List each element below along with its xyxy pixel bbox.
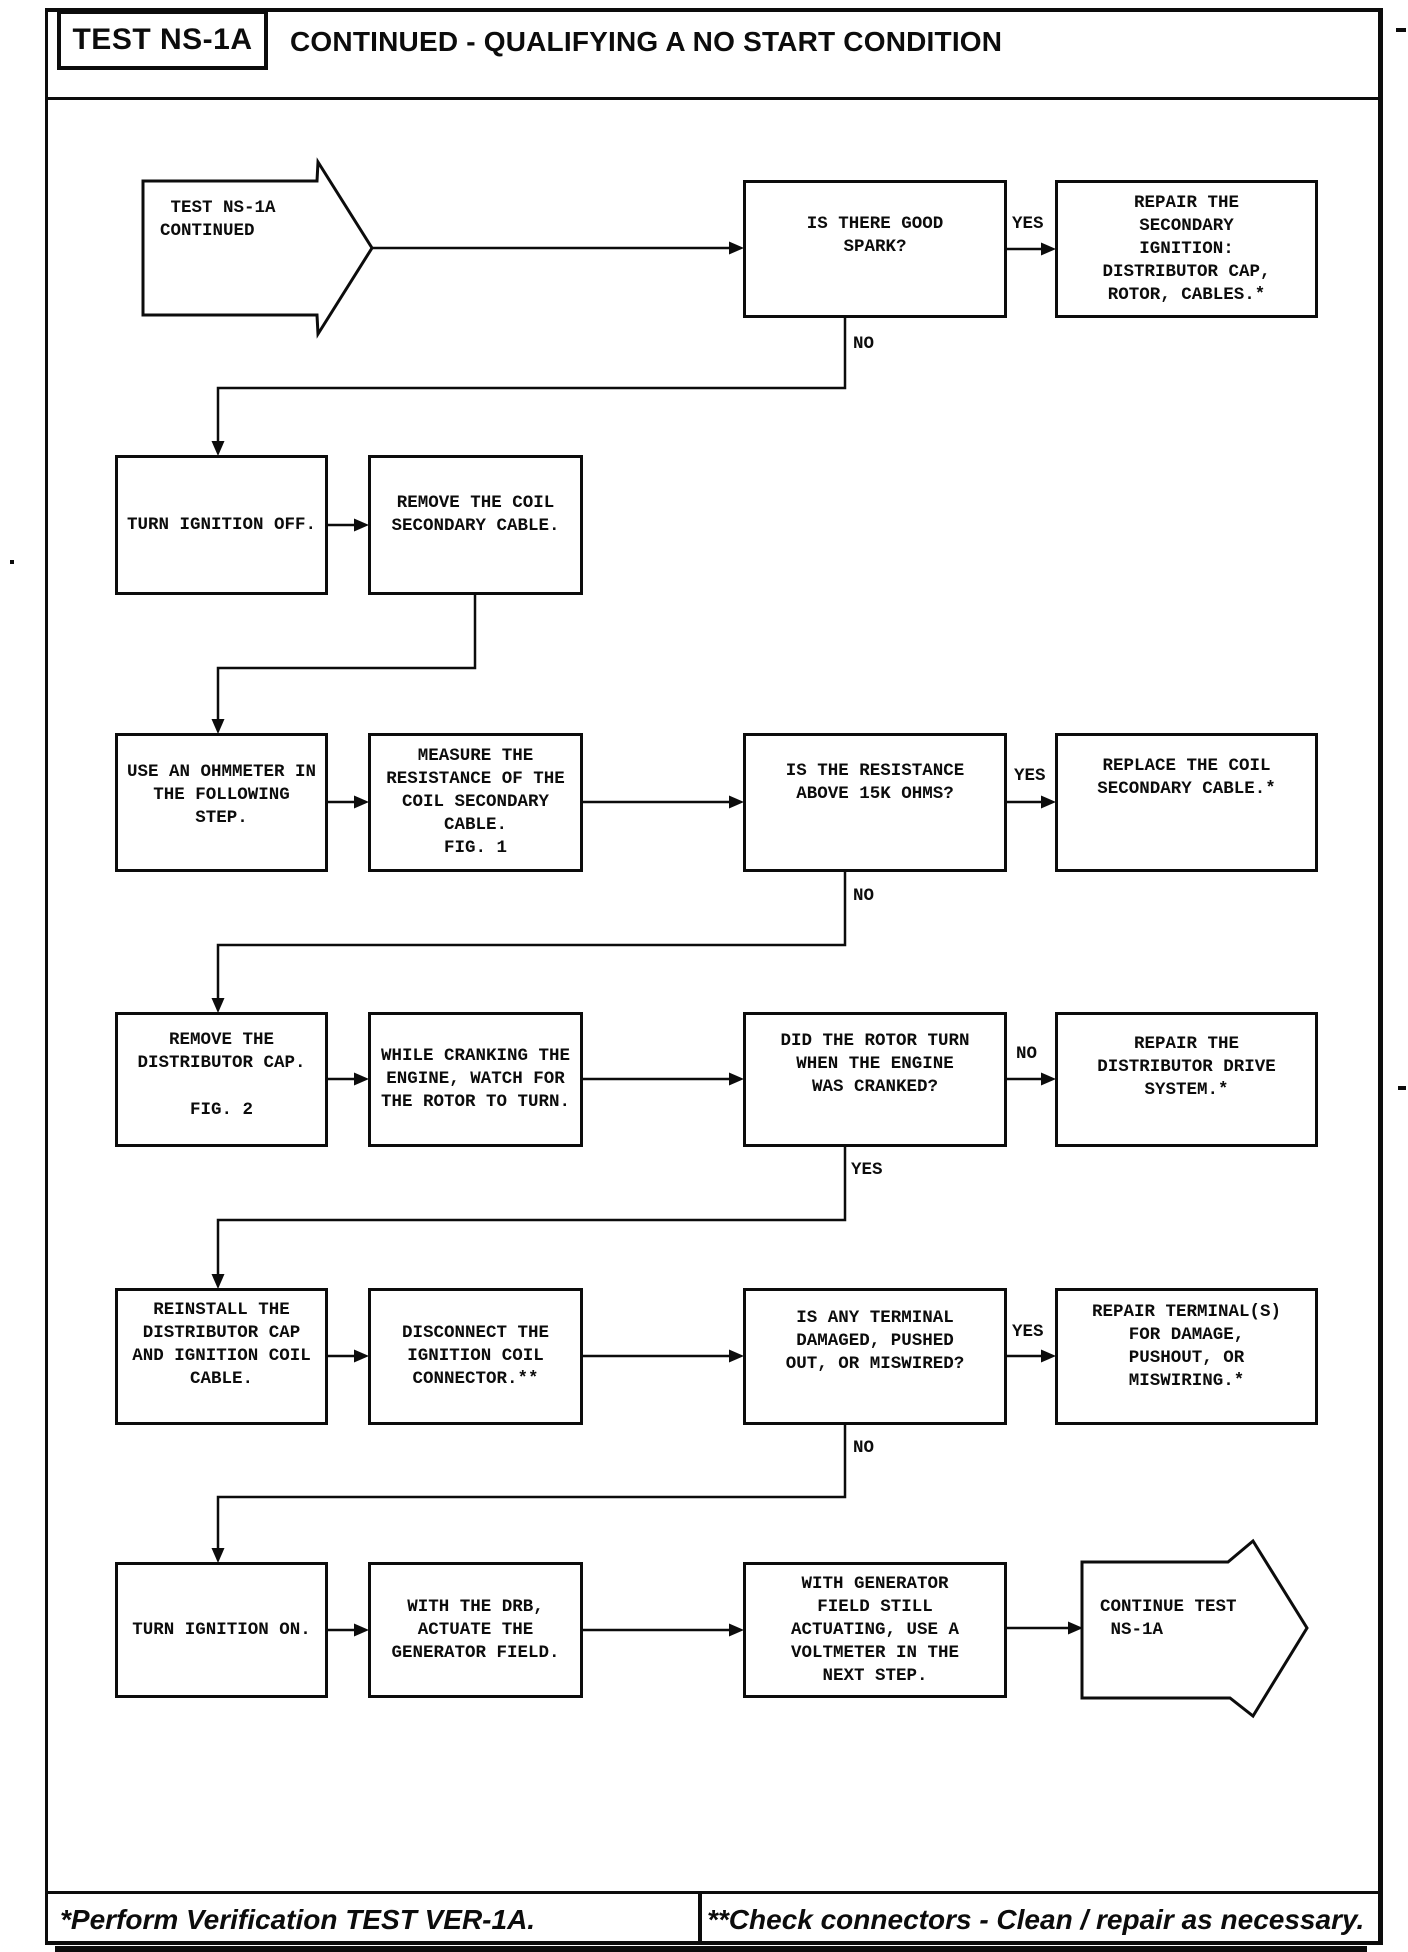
branch-label-yes: YES bbox=[1012, 1322, 1044, 1342]
flow-box-while-cranking-watch-rotor: WHILE CRANKING THE ENGINE, WATCH FOR THE… bbox=[368, 1012, 583, 1147]
start-terminator-arrow bbox=[141, 157, 374, 339]
footer-separator bbox=[45, 1891, 1383, 1894]
page-border-left bbox=[45, 8, 48, 1945]
scan-dot-artifact bbox=[10, 560, 14, 564]
scan-edge-band bbox=[55, 1946, 1367, 1952]
flow-box-drb-actuate-generator-field: WITH THE DRB, ACTUATE THE GENERATOR FIEL… bbox=[368, 1562, 583, 1698]
flow-box-did-rotor-turn: DID THE ROTOR TURN WHEN THE ENGINE WAS C… bbox=[743, 1012, 1007, 1147]
flow-box-repair-distributor-drive: REPAIR THE DISTRIBUTOR DRIVE SYSTEM.* bbox=[1055, 1012, 1318, 1147]
flow-box-text: REMOVE THE DISTRIBUTOR CAP. bbox=[137, 1030, 306, 1073]
header-separator bbox=[45, 97, 1383, 100]
branch-label-yes: YES bbox=[851, 1160, 883, 1180]
footer-divider bbox=[698, 1891, 702, 1945]
flow-box-repair-secondary-ignition: REPAIR THE SECONDARY IGNITION: DISTRIBUT… bbox=[1055, 180, 1318, 318]
figure-reference-label: FIG. 2 bbox=[189, 1100, 253, 1120]
flow-box-reinstall-distributor-cap: REINSTALL THE DISTRIBUTOR CAP AND IGNITI… bbox=[115, 1288, 328, 1425]
flow-box-use-ohmmeter: USE AN OHMMETER IN THE FOLLOWING STEP. bbox=[115, 733, 328, 872]
footnote-right: **Check connectors - Clean / repair as n… bbox=[707, 1904, 1365, 1935]
branch-label-no: NO bbox=[853, 1438, 875, 1458]
page-title: CONTINUED - QUALIFYING A NO START CONDIT… bbox=[290, 26, 1003, 57]
flow-box-replace-coil-secondary-cable: REPLACE THE COIL SECONDARY CABLE.* bbox=[1055, 733, 1318, 872]
flow-box-turn-ignition-off: TURN IGNITION OFF. bbox=[115, 455, 328, 595]
scan-tick-mark bbox=[1398, 1086, 1406, 1090]
branch-label-no: NO bbox=[853, 886, 875, 906]
test-id-label: TEST NS-1A bbox=[72, 23, 253, 56]
flow-box-is-there-good-spark: IS THERE GOOD SPARK? bbox=[743, 180, 1007, 318]
branch-label-no: NO bbox=[853, 334, 875, 354]
connector-lines bbox=[216, 246, 1071, 1632]
page-border-right bbox=[1378, 8, 1383, 1945]
footnote-left: *Perform Verification TEST VER-1A. bbox=[60, 1904, 536, 1935]
flow-box-repair-terminals: REPAIR TERMINAL(S) FOR DAMAGE, PUSHOUT, … bbox=[1055, 1288, 1318, 1425]
scan-tick-mark bbox=[1396, 28, 1406, 32]
end-terminator-arrow bbox=[1080, 1538, 1309, 1719]
page-border-top bbox=[45, 8, 1383, 12]
start-terminator-label: TEST NS-1A CONTINUED bbox=[160, 198, 276, 241]
flow-box-turn-ignition-on: TURN IGNITION ON. bbox=[115, 1562, 328, 1698]
flow-box-is-any-terminal-damaged: IS ANY TERMINAL DAMAGED, PUSHED OUT, OR … bbox=[743, 1288, 1007, 1425]
branch-label-yes: YES bbox=[1014, 766, 1046, 786]
end-terminator-label: CONTINUE TEST NS-1A bbox=[1100, 1597, 1237, 1640]
flow-box-remove-coil-secondary-cable: REMOVE THE COIL SECONDARY CABLE. bbox=[368, 455, 583, 595]
flow-box-disconnect-ignition-coil-connector: DISCONNECT THE IGNITION COIL CONNECTOR.*… bbox=[368, 1288, 583, 1425]
test-id-box: TEST NS-1A bbox=[57, 10, 268, 70]
flow-box-is-resistance-above-15k: IS THE RESISTANCE ABOVE 15K OHMS? bbox=[743, 733, 1007, 872]
flow-box-measure-resistance: MEASURE THE RESISTANCE OF THE COIL SECON… bbox=[368, 733, 583, 872]
branch-label-yes: YES bbox=[1012, 214, 1044, 234]
arrowheads bbox=[211, 241, 1083, 1637]
flow-box-use-voltmeter-next-step: WITH GENERATOR FIELD STILL ACTUATING, US… bbox=[743, 1562, 1007, 1698]
branch-label-no: NO bbox=[1016, 1044, 1038, 1064]
page-border-bottom bbox=[45, 1941, 1383, 1945]
flow-box-remove-distributor-cap: REMOVE THE DISTRIBUTOR CAP. FIG. 2 bbox=[115, 1012, 328, 1147]
